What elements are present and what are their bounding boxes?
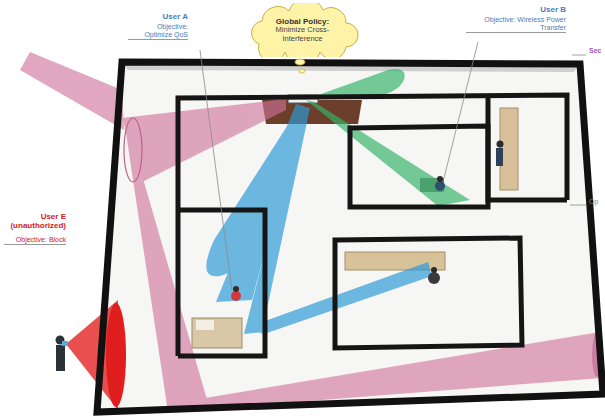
wall (178, 95, 567, 356)
person-head (497, 141, 504, 148)
wall (350, 126, 488, 207)
user-name: Sec (589, 47, 605, 55)
person-head (431, 267, 437, 273)
policy-cloud: Global Policy:Minimize Cross-Interferenc… (245, 3, 360, 57)
floor (97, 62, 603, 412)
intruder (56, 345, 65, 371)
user-objective: Op (589, 198, 605, 206)
user-name: User E (unauthorized) (4, 212, 66, 230)
beam (124, 120, 210, 412)
beam (246, 262, 432, 334)
user-objective: Objective: Block (4, 236, 66, 245)
leader-line (200, 50, 232, 290)
beam (20, 52, 124, 130)
person-head (437, 176, 443, 182)
beam (310, 69, 405, 98)
person (496, 148, 503, 166)
person (435, 181, 445, 191)
cloud-content: Global Policy:Minimize Cross-Interferenc… (245, 3, 360, 57)
outer-wall (97, 62, 603, 412)
pink-beams (20, 52, 602, 412)
user-objective: Objective: Wireless Power Transfer (466, 16, 566, 33)
intruder-device (62, 341, 68, 346)
person-head (233, 286, 239, 292)
thought-bubble (299, 69, 305, 73)
wall (488, 96, 567, 200)
blue-beams (206, 104, 432, 334)
beam (306, 100, 470, 206)
policy-text: Minimize Cross-Interference (257, 26, 348, 43)
bed (192, 318, 242, 348)
policy-heading: Global Policy: (276, 17, 329, 26)
leader-lines (200, 42, 586, 290)
leader-line (444, 42, 478, 178)
person (428, 272, 440, 284)
people (56, 141, 504, 372)
green-beams (306, 69, 470, 206)
user-objective: Objective: Optimize QoS (128, 23, 188, 40)
beam-end (124, 118, 142, 182)
cloud-shape (252, 3, 358, 57)
leader-line (572, 55, 586, 56)
leader-line (570, 205, 586, 206)
wall (178, 210, 265, 356)
user-name: User A (110, 12, 188, 21)
person (231, 291, 241, 301)
inner-walls (178, 95, 567, 356)
thought-bubble (295, 59, 305, 65)
wall (335, 238, 522, 348)
desk (345, 252, 445, 270)
blocked-spot (106, 303, 126, 407)
user-name: User B (488, 5, 566, 14)
pillow (196, 320, 214, 330)
beam (244, 106, 310, 334)
